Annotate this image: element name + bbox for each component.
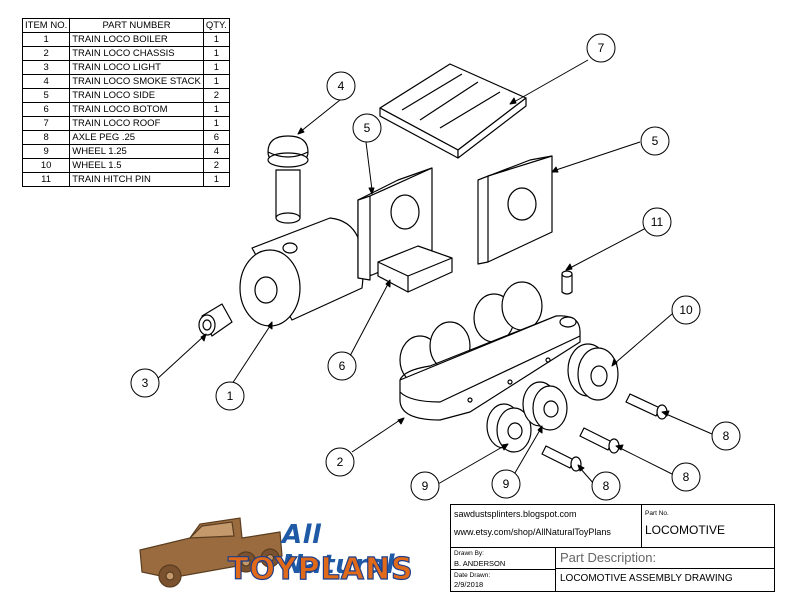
svg-text:8: 8 [603,479,610,493]
balloon-10: 10 [671,295,701,325]
part-description-cell: Part Description: LOCOMOTIVE ASSEMBLY DR… [556,548,774,591]
svg-text:7: 7 [598,41,605,55]
light-part [198,303,233,337]
balloon-7: 7 [586,33,616,63]
shop-url: www.etsy.com/shop/AllNaturalToyPlans [454,527,611,537]
bom-item-no: 11 [21,172,71,187]
svg-text:9: 9 [503,477,510,491]
bom-qty: 1 [202,116,230,131]
balloon-3: 3 [130,368,160,398]
svg-text:10: 10 [679,303,693,317]
balloon-2: 2 [325,447,355,477]
drawn-by-cell: Drawn By: B. ANDERSON [451,548,556,570]
balloon-1: 1 [215,381,245,411]
axle-peg-parts [541,393,668,472]
svg-text:1: 1 [227,389,234,403]
balloon-5b: 5 [640,126,670,156]
boiler-part [239,217,364,327]
logo-text-all-natural: All Natural [282,520,396,580]
balloon-9a: 9 [410,471,440,501]
balloon-9b: 9 [491,469,521,499]
date-drawn-value: 2/9/2018 [454,580,484,589]
title-block-urls: sawdustsplinters.blogspot.com www.etsy.c… [451,505,642,548]
svg-text:2: 2 [337,455,344,469]
part-description-value: LOCOMOTIVE ASSEMBLY DRAWING [556,568,774,584]
blog-url: sawdustsplinters.blogspot.com [454,509,577,519]
svg-text:4: 4 [338,79,345,93]
balloon-11: 11 [642,207,672,237]
item-balloons: 1 2 3 4 5 5 6 7 8 8 8 9 9 10 11 [130,33,741,501]
svg-text:3: 3 [142,376,149,390]
part-description-label: Part Description: [560,550,657,565]
balloon-5a: 5 [352,113,382,143]
all-natural-toyplans-logo: All Natural TOYPLANS [130,512,430,598]
balloon-8b: 8 [671,462,701,492]
bom-item-no: 6 [21,102,71,117]
svg-text:11: 11 [651,215,664,229]
wheel-large-part [567,343,619,401]
svg-text:5: 5 [364,121,371,135]
part-no-value: LOCOMOTIVE [645,523,726,537]
svg-text:6: 6 [339,359,346,373]
logo-text-toyplans: TOYPLANS [227,551,414,587]
bom-part-number: TRAIN HITCH PIN [69,172,204,187]
balloon-8a: 8 [711,421,741,451]
hitch-pin-part [561,270,573,295]
title-block: sawdustsplinters.blogspot.com www.etsy.c… [450,504,775,592]
smoke-stack-part [267,135,309,224]
side-part-right [477,155,553,265]
svg-text:9: 9 [422,479,429,493]
svg-text:8: 8 [723,429,730,443]
wheel-small-part-2 [522,381,568,431]
bom-header-row: ITEM NO. PART NUMBER QTY. [21,18,230,33]
bom-qty: 1 [202,102,230,117]
svg-text:8: 8 [683,470,690,484]
roof-part [379,63,527,159]
truck-logo-icon [139,517,283,588]
chassis-part [399,281,581,421]
balloon-6: 6 [327,351,357,381]
balloon-8c: 8 [591,471,621,501]
wheel-small-part-1 [486,403,532,453]
svg-text:5: 5 [652,134,659,148]
drawn-by-value: B. ANDERSON [454,559,506,568]
drawn-by-label: Drawn By: [454,550,484,557]
date-drawn-label: Date Drawn: [454,572,491,579]
part-number-cell: Part No. LOCOMOTIVE [642,505,774,548]
part-no-label: Part No. [645,510,669,517]
balloon-4: 4 [326,71,356,101]
date-drawn-cell: Date Drawn: 2/9/2018 [451,570,556,591]
bom-qty: 1 [202,172,230,187]
leader-lines [155,59,713,485]
bottom-part [377,245,453,293]
